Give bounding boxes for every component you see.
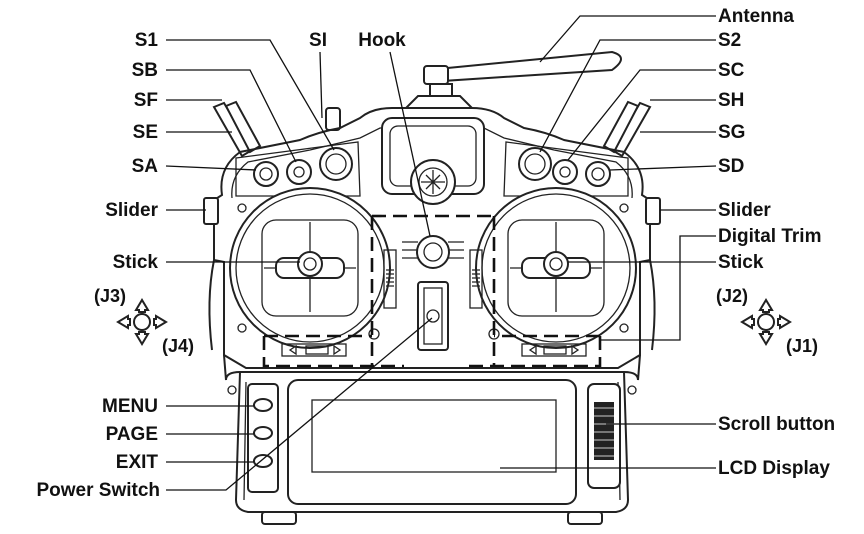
label-hook: Hook [358,30,406,51]
power-switch [417,281,449,351]
screws [227,203,637,395]
label-sb: SB [132,60,158,81]
label-stick-left: Stick [113,252,159,273]
label-j1: (J1) [786,336,818,356]
label-sf: SF [134,90,158,111]
label-j4: (J4) [162,336,194,356]
label-stick-right: Stick [718,252,764,273]
label-se: SE [133,122,158,143]
label-power-switch: Power Switch [36,480,160,501]
switch-levers [212,100,652,158]
label-sh: SH [718,90,744,111]
label-scroll-button: Scroll button [718,414,835,435]
left-gimbal [229,187,391,349]
label-sc: SC [718,60,745,81]
label-s2: S2 [718,30,741,51]
label-page: PAGE [106,424,158,445]
horizontal-trims [281,343,587,357]
label-slider-left: Slider [105,200,158,221]
menu-buttons [247,383,279,493]
label-menu: MENU [102,396,158,417]
left-switch-cluster [235,141,361,197]
label-digital-trim: Digital Trim [718,226,821,247]
right-gimbal [475,187,637,349]
label-slider-right: Slider [718,200,771,221]
hook [402,235,464,269]
label-sa: SA [132,156,159,177]
right-switch-cluster [503,141,629,197]
label-exit: EXIT [116,452,159,473]
label-sd: SD [718,156,744,177]
carry-handle [381,117,485,205]
label-j2: (J2) [716,286,748,306]
right-direction-arrows [740,298,792,346]
label-sg: SG [718,122,745,143]
label-si: SI [309,30,327,51]
lcd-display [287,379,577,505]
label-j3: (J3) [94,286,126,306]
trim-highlight-areas [262,214,602,368]
left-direction-arrows [116,298,168,346]
label-lcd-display: LCD Display [718,458,830,479]
leader-lines [165,15,717,491]
scroll-button [587,383,621,489]
label-s1: S1 [135,30,159,51]
label-antenna: Antenna [718,6,794,27]
